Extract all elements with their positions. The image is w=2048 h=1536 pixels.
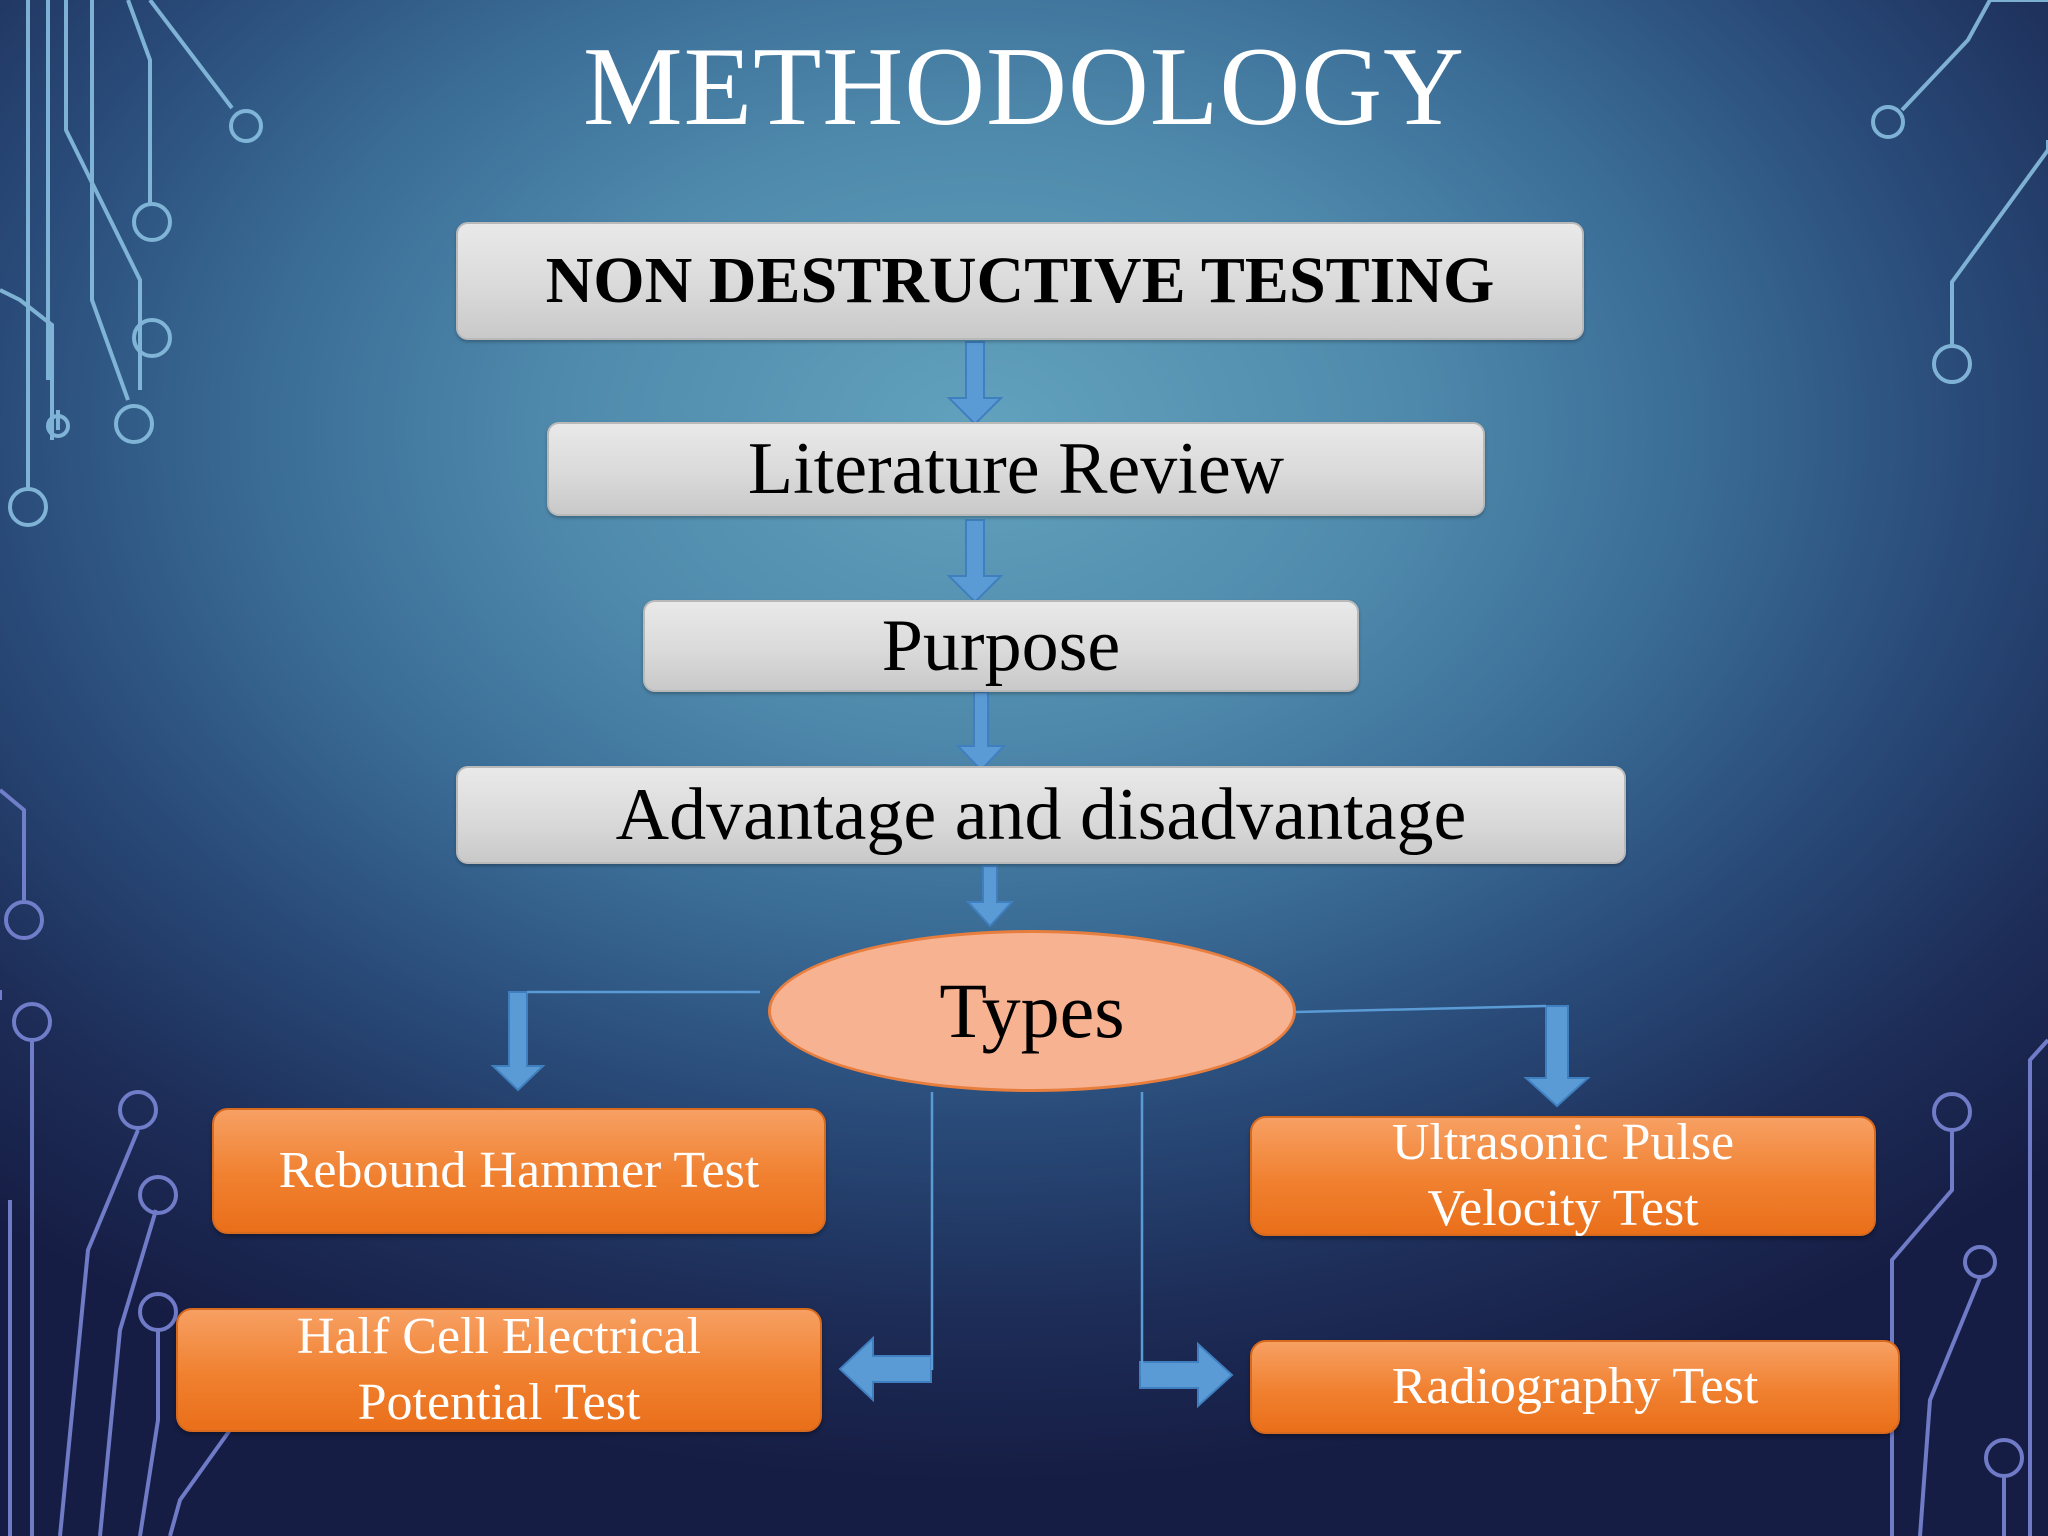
arrow-down-icon xyxy=(946,341,1004,426)
arrow-down-icon xyxy=(490,991,546,1092)
types-hub-label: Types xyxy=(939,967,1125,1054)
flow-step-label: Purpose xyxy=(881,604,1121,687)
type-label-line1: Half Cell Electrical xyxy=(296,1308,702,1365)
flow-step-literature-review: Literature Review xyxy=(547,422,1485,516)
type-label-line1: Ultrasonic Pulse xyxy=(1391,1114,1735,1171)
type-label: Rebound Hammer Test xyxy=(278,1142,760,1199)
arrow-down-icon xyxy=(1523,1005,1591,1108)
flow-step-label: NON DESTRUCTIVE TESTING xyxy=(545,244,1495,317)
flow-step-non-destructive-testing: NON DESTRUCTIVE TESTING xyxy=(456,222,1584,340)
type-label: Radiography Test xyxy=(1391,1358,1759,1415)
type-half-cell-electrical-potential-test: Half Cell Electrical Potential Test xyxy=(176,1308,822,1432)
arrow-down-icon xyxy=(946,519,1004,604)
flow-step-purpose: Purpose xyxy=(643,600,1359,692)
arrow-right-icon xyxy=(1139,1341,1234,1409)
type-label-line2: Potential Test xyxy=(357,1374,641,1431)
type-ultrasonic-pulse-velocity-test: Ultrasonic Pulse Velocity Test xyxy=(1250,1114,1876,1237)
arrow-down-icon xyxy=(955,691,1007,772)
slide-title: METHODOLOGY xyxy=(582,25,1465,149)
type-radiography-test: Radiography Test xyxy=(1250,1340,1900,1434)
flow-step-label: Advantage and disadvantage xyxy=(615,773,1467,856)
type-label-line2: Velocity Test xyxy=(1427,1180,1699,1237)
types-hub: Types xyxy=(768,930,1296,1092)
arrow-down-icon xyxy=(965,865,1015,928)
flow-step-advantage-disadvantage: Advantage and disadvantage xyxy=(456,766,1626,864)
arrow-left-icon xyxy=(838,1335,932,1403)
type-rebound-hammer-test: Rebound Hammer Test xyxy=(212,1108,826,1234)
flow-step-label: Literature Review xyxy=(747,427,1285,510)
